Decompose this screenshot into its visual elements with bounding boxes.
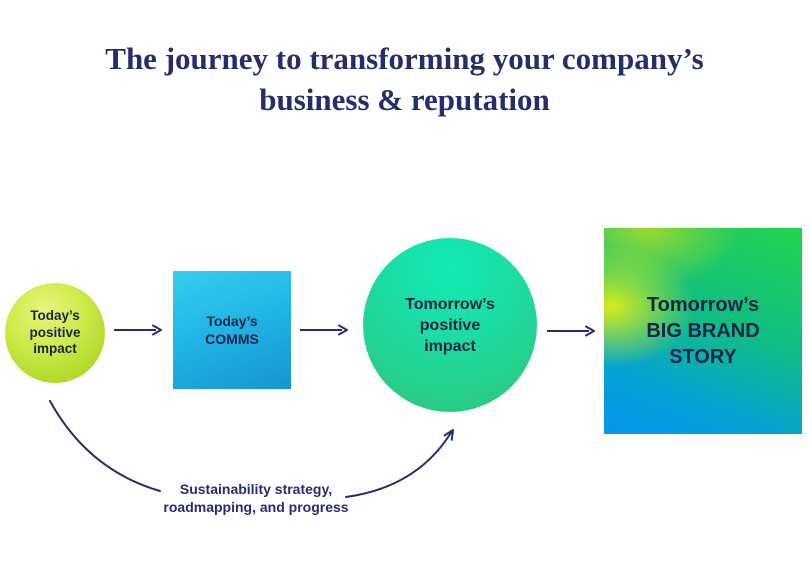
node-tomorrows-big-brand-story: Tomorrow’s BIG BRAND STORY	[604, 228, 802, 434]
arrow-right-icon	[114, 324, 162, 336]
arrow-right-icon	[547, 325, 595, 337]
shape-label-line: BIG BRAND	[646, 320, 760, 342]
title-line-1: The journey to transforming your company…	[105, 41, 704, 76]
node-label: Today’s COMMS	[173, 312, 291, 348]
bypass-label-line: Sustainability strategy,	[179, 481, 333, 497]
shape-label-line: positive	[419, 316, 481, 334]
node-label: Today’s positive impact	[5, 308, 105, 358]
node-label: Tomorrow’s positive impact	[363, 294, 537, 357]
shape-label-line: Tomorrow’s	[405, 295, 495, 313]
shape-label-line: positive	[29, 324, 81, 340]
shape-label-line: Today’s	[30, 308, 80, 324]
page-title: The journey to transforming your company…	[0, 38, 809, 120]
shape-label-line: Today’s	[206, 313, 258, 329]
shape-label-line: impact	[33, 341, 77, 357]
bypass-label: Sustainability strategy, roadmapping, an…	[158, 481, 354, 516]
node-todays-comms: Today’s COMMS	[173, 271, 291, 389]
shape-label-line: Tomorrow’s	[646, 294, 760, 316]
node-tomorrows-positive-impact: Tomorrow’s positive impact	[363, 238, 537, 412]
shape-label-line: STORY	[669, 346, 737, 368]
shape-label-line: impact	[424, 337, 476, 355]
arrow-right-icon	[300, 324, 348, 336]
node-label: Tomorrow’s BIG BRAND STORY	[604, 292, 802, 370]
shape-label-line: COMMS	[205, 331, 259, 347]
bypass-label-line: roadmapping, and progress	[163, 498, 349, 515]
node-todays-positive-impact: Today’s positive impact	[5, 283, 105, 383]
title-line-2: business & reputation	[259, 82, 550, 117]
